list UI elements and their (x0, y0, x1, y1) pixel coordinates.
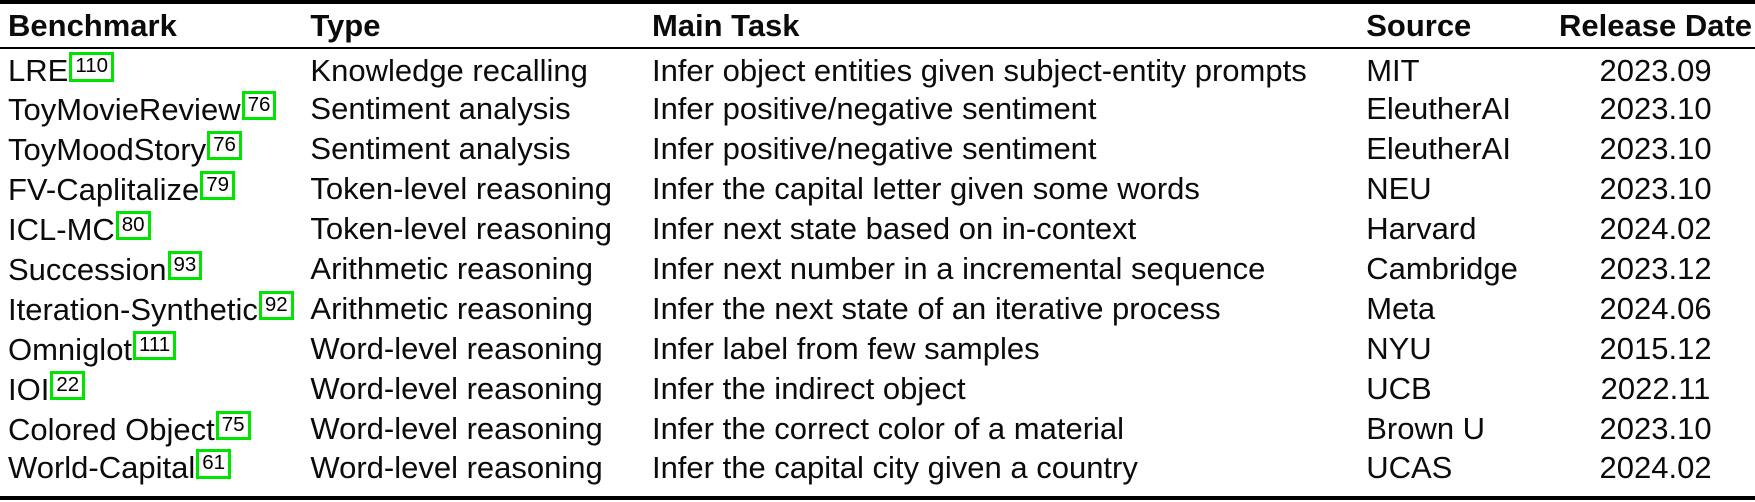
citation-link[interactable]: 111 (133, 330, 177, 360)
citation-link[interactable]: 75 (215, 410, 251, 440)
source-cell: EleutherAI (1366, 91, 1511, 126)
main-task-cell: Infer the next state of an iterative pro… (651, 291, 1221, 326)
benchmark-name: LRE (8, 53, 69, 88)
type-cell: Arithmetic reasoning (310, 291, 593, 326)
main-task-cell: Infer next state based on in-context (651, 211, 1137, 246)
release-date-cell: 2023.10 (1599, 411, 1712, 446)
source-cell: EleutherAI (1366, 131, 1511, 166)
main-task-cell: Infer positive/negative sentiment (651, 131, 1097, 166)
header-row: Benchmark Type Main Task Source Release … (0, 2, 1755, 49)
table-header: Benchmark Type Main Task Source Release … (0, 2, 1755, 49)
benchmark-name: Colored Object (8, 411, 215, 447)
release-date-cell: 2023.10 (1599, 171, 1712, 206)
benchmark-name: FV-Caplitalize (8, 171, 200, 207)
type-cell: Word-level reasoning (310, 331, 603, 366)
source-cell: Brown U (1366, 411, 1486, 446)
type-cell: Sentiment analysis (310, 131, 571, 166)
benchmark-name: ToyMovieReview (8, 91, 241, 127)
release-date-cell: 2023.12 (1599, 251, 1712, 286)
benchmark-name: ToyMoodStory (8, 131, 207, 167)
benchmark-name: Iteration-Synthetic (8, 291, 258, 327)
type-cell: Arithmetic reasoning (310, 251, 593, 286)
citation-link[interactable]: 80 (115, 210, 151, 240)
main-task-cell: Infer positive/negative sentiment (651, 91, 1097, 126)
source-cell: Harvard (1366, 211, 1477, 246)
type-cell: Token-level reasoning (310, 211, 612, 246)
citation-link[interactable]: 93 (167, 250, 203, 280)
citation-link[interactable]: 92 (258, 290, 294, 320)
main-task-cell: Infer label from few samples (651, 331, 1040, 366)
benchmark-name: IOI (8, 371, 50, 407)
main-task-cell: Infer object entities given subject-enti… (651, 52, 1307, 88)
main-task-cell: Infer the capital city given a country (651, 449, 1138, 485)
main-task-cell: Infer the indirect object (651, 371, 966, 406)
source-cell: UCAS (1366, 449, 1453, 485)
benchmark-name: Omniglot (8, 331, 133, 367)
source-cell: Meta (1366, 291, 1436, 326)
citation-link[interactable]: 76 (241, 90, 277, 120)
col-header-release-date: Release Date (1556, 2, 1755, 49)
type-cell: Sentiment analysis (310, 91, 571, 126)
type-cell: Word-level reasoning (310, 371, 603, 406)
release-date-cell: 2022.11 (1600, 371, 1711, 406)
release-date-cell: 2023.10 (1599, 91, 1712, 126)
release-date-cell: 2024.06 (1599, 291, 1712, 326)
source-cell: NYU (1366, 331, 1432, 366)
citation-link[interactable]: 110 (69, 52, 114, 82)
source-cell: UCB (1366, 371, 1432, 406)
type-cell: Token-level reasoning (310, 171, 612, 206)
release-date-cell: 2024.02 (1599, 211, 1712, 246)
release-date-cell: 2015.12 (1599, 331, 1712, 366)
main-task-cell: Infer the capital letter given some word… (651, 171, 1200, 206)
source-cell: NEU (1366, 171, 1432, 206)
benchmark-name: Succession (8, 251, 167, 287)
citation-link[interactable]: 22 (50, 370, 86, 400)
release-date-cell: 2023.09 (1599, 52, 1712, 88)
col-header-type: Type (310, 2, 652, 49)
source-cell: Cambridge (1366, 251, 1518, 286)
col-header-main-task: Main Task (651, 2, 1367, 49)
citation-link[interactable]: 61 (196, 449, 232, 479)
type-cell: Word-level reasoning (310, 411, 603, 446)
main-task-cell: Infer the correct color of a material (651, 411, 1125, 446)
main-task-cell: Infer next number in a incremental seque… (651, 251, 1266, 286)
col-header-benchmark: Benchmark (0, 2, 311, 49)
col-header-source: Source (1366, 2, 1557, 49)
type-cell: Word-level reasoning (310, 449, 603, 485)
source-cell: MIT (1366, 52, 1420, 88)
citation-link[interactable]: 76 (207, 130, 242, 160)
type-cell: Knowledge recalling (310, 52, 588, 88)
benchmark-name: ICL-MC (8, 211, 115, 247)
benchmark-name: World-Capital (8, 450, 196, 485)
release-date-cell: 2023.10 (1599, 131, 1712, 166)
release-date-cell: 2024.02 (1599, 449, 1712, 485)
citation-link[interactable]: 79 (200, 170, 236, 200)
